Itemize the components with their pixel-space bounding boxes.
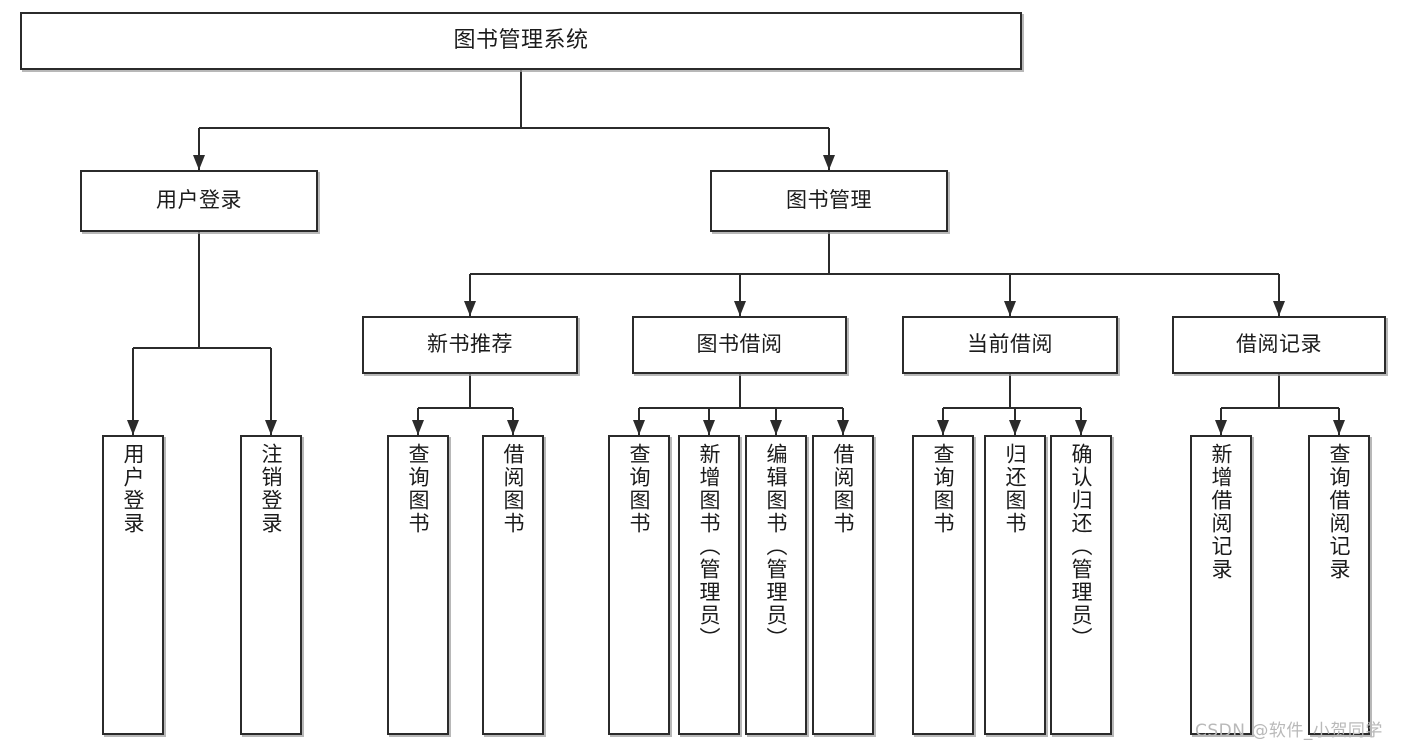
arrowhead-icon: [1273, 301, 1285, 316]
node-leaf-return-book[interactable]: 归还图书: [984, 435, 1046, 735]
node-label: 新书推荐: [427, 332, 513, 357]
connector-branch: [738, 274, 741, 316]
arrowhead-icon: [1075, 420, 1087, 435]
node-label: 借阅图书: [501, 443, 526, 535]
node-leaf-confirm-return-admin[interactable]: 确认归还（管理员）: [1050, 435, 1112, 735]
node-label: 注销登录: [259, 443, 284, 535]
node-leaf-add-book-admin[interactable]: 新增图书（管理员）: [678, 435, 740, 735]
arrowhead-icon: [507, 420, 519, 435]
node-user-login[interactable]: 用户登录: [80, 170, 318, 232]
connector-branch: [469, 274, 471, 316]
connector-bus: [199, 127, 829, 129]
arrowhead-icon: [937, 420, 949, 435]
node-label: 归还图书: [1003, 443, 1028, 535]
node-leaf-add-borrow-record[interactable]: 新增借阅记录: [1190, 435, 1252, 735]
node-leaf-user-login[interactable]: 用户登录: [102, 435, 164, 735]
connector-stem: [738, 374, 741, 408]
node-borrow-record[interactable]: 借阅记录: [1172, 316, 1386, 374]
connector-bus: [1221, 407, 1339, 409]
connector-branch: [1009, 274, 1011, 316]
node-current-borrow[interactable]: 当前借阅: [902, 316, 1118, 374]
node-leaf-query-book-current[interactable]: 查询图书: [912, 435, 974, 735]
arrowhead-icon: [733, 301, 746, 316]
arrowhead-icon: [837, 420, 849, 435]
arrowhead-icon: [1009, 420, 1021, 435]
connector-bus: [418, 407, 513, 409]
connector-stem: [1278, 374, 1280, 408]
node-label: 编辑图书（管理员）: [764, 443, 789, 650]
node-label: 当前借阅: [967, 332, 1053, 357]
node-label: 借阅图书: [831, 443, 856, 535]
node-label: 确认归还（管理员）: [1069, 443, 1094, 650]
node-book-management[interactable]: 图书管理: [710, 170, 948, 232]
connector-branch: [1278, 274, 1280, 316]
node-label: 图书借阅: [696, 332, 783, 357]
arrowhead-icon: [823, 155, 835, 170]
node-label: 查询图书: [406, 443, 431, 535]
node-book-borrow[interactable]: 图书借阅: [632, 316, 847, 374]
node-label: 借阅记录: [1236, 332, 1322, 357]
connector-branch: [270, 348, 272, 435]
connector-bus: [943, 407, 1081, 409]
connector-branch: [198, 128, 200, 170]
arrowhead-icon: [1215, 420, 1227, 435]
connector-stem: [520, 70, 522, 128]
connector-bus: [133, 347, 271, 349]
connector-branch: [828, 128, 830, 170]
arrowhead-icon: [1333, 420, 1345, 435]
node-label: 新增图书（管理员）: [697, 443, 722, 650]
node-label: 新增借阅记录: [1209, 443, 1234, 581]
node-label: 查询图书: [931, 443, 956, 535]
node-leaf-query-book-borrow[interactable]: 查询图书: [608, 435, 670, 735]
connector-stem: [1009, 374, 1011, 408]
arrowhead-icon: [770, 420, 782, 435]
arrowhead-icon: [703, 420, 715, 435]
arrowhead-icon: [633, 420, 645, 435]
node-leaf-edit-book-admin[interactable]: 编辑图书（管理员）: [745, 435, 807, 735]
node-leaf-logout[interactable]: 注销登录: [240, 435, 302, 735]
connector-stem: [828, 232, 830, 274]
node-label: 查询图书: [627, 443, 652, 535]
csdn-watermark: CSDN @软件_小贺同学: [1195, 721, 1383, 741]
connector-branch: [132, 348, 134, 435]
arrowhead-icon: [265, 420, 277, 435]
arrowhead-icon: [1004, 301, 1016, 316]
connector-stem: [469, 374, 471, 408]
node-new-book-recommend[interactable]: 新书推荐: [362, 316, 578, 374]
node-label: 图书管理: [786, 188, 872, 213]
connector-bus: [639, 407, 843, 409]
node-leaf-borrow-book-rec[interactable]: 借阅图书: [482, 435, 544, 735]
connector-bus: [470, 273, 1279, 275]
arrowhead-icon: [127, 420, 139, 435]
node-leaf-query-book-rec[interactable]: 查询图书: [387, 435, 449, 735]
arrowhead-icon: [412, 420, 424, 435]
node-label: 查询借阅记录: [1327, 443, 1352, 581]
node-leaf-query-borrow-record[interactable]: 查询借阅记录: [1308, 435, 1370, 735]
node-label: 图书管理系统: [453, 27, 589, 53]
arrowhead-icon: [193, 155, 205, 170]
node-root-system[interactable]: 图书管理系统: [20, 12, 1022, 70]
node-leaf-borrow-book[interactable]: 借阅图书: [812, 435, 874, 735]
node-label: 用户登录: [156, 188, 242, 213]
arrowhead-icon: [464, 301, 476, 316]
node-label: 用户登录: [121, 443, 146, 535]
connector-stem: [198, 232, 200, 348]
